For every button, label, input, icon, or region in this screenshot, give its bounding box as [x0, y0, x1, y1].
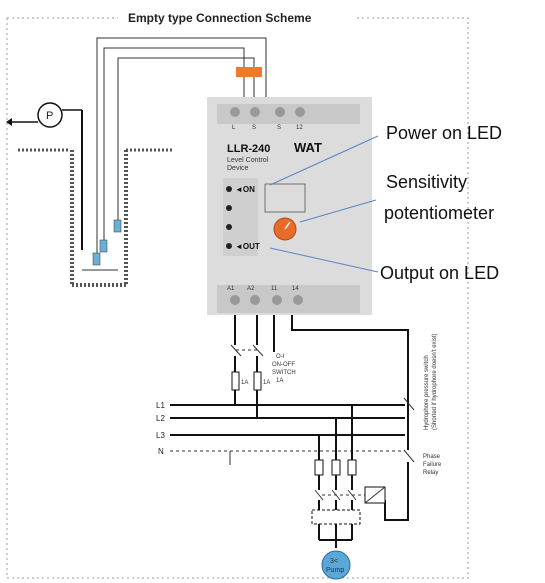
motor-circuit [229, 405, 386, 548]
hydrophore-label-2: (Shorted if hydrophore doesn't exist) [432, 333, 438, 430]
switch-label-3: SWITCH [272, 370, 296, 376]
svg-text:S: S [277, 125, 281, 131]
switch-label-1: O-I [276, 354, 285, 360]
switch-label-2: ON-OFF [272, 362, 295, 368]
llr-240-device: L S S 12 LLR-240 WAT Level Control Devic… [207, 97, 372, 315]
power-led [226, 186, 232, 192]
title-background [118, 9, 354, 27]
line-l3: L3 [156, 431, 165, 440]
diagram-title: Empty type Connection Scheme [128, 11, 312, 25]
pump-motor [321, 550, 351, 580]
control-wiring [230, 315, 415, 521]
device-model: LLR-240 [227, 143, 270, 155]
svg-text:Level Control: Level Control [227, 157, 269, 164]
svg-text:S: S [252, 125, 256, 131]
output-led-callout: Output on LED [380, 263, 499, 283]
line-n: N [158, 447, 164, 456]
relay-label-1: Phase [423, 454, 441, 460]
svg-text:A2: A2 [247, 286, 255, 292]
fuse1-label: 1A [241, 380, 248, 386]
svg-text:A1: A1 [227, 286, 235, 292]
relay-label-2: Failure [423, 462, 442, 468]
svg-text:11: 11 [271, 286, 278, 292]
power-led-callout: Power on LED [386, 123, 502, 143]
svg-text:P: P [46, 110, 53, 122]
callout-arrows [269, 135, 379, 273]
output-led [226, 243, 232, 249]
motor-label-1: 3< [330, 558, 338, 565]
supply-lines [170, 404, 405, 452]
out-label: ◄OUT [235, 242, 260, 251]
fuse2-label: 1A [263, 380, 270, 386]
device-brand: WAT [294, 140, 322, 155]
svg-text:12: 12 [296, 125, 303, 131]
relay-label-3: Relay [423, 470, 438, 476]
line-l2: L2 [156, 414, 165, 423]
sensitivity-callout-1: Sensitivity [386, 172, 467, 192]
sensitivity-callout-2: potentiometer [384, 203, 494, 223]
water-tank [18, 148, 172, 287]
svg-text:Device: Device [227, 165, 249, 172]
hydrophore-label-1: Hydrophore pressure switch [424, 355, 430, 430]
motor-label-2: Pump [326, 567, 344, 574]
on-label: ◄ON [235, 185, 255, 194]
terminal-bridge [236, 67, 262, 77]
switch-label-4: 1A [276, 378, 283, 384]
line-l1: L1 [156, 401, 165, 410]
svg-text:14: 14 [292, 286, 299, 292]
pump-symbol: P [6, 102, 82, 128]
svg-text:L: L [232, 125, 236, 131]
